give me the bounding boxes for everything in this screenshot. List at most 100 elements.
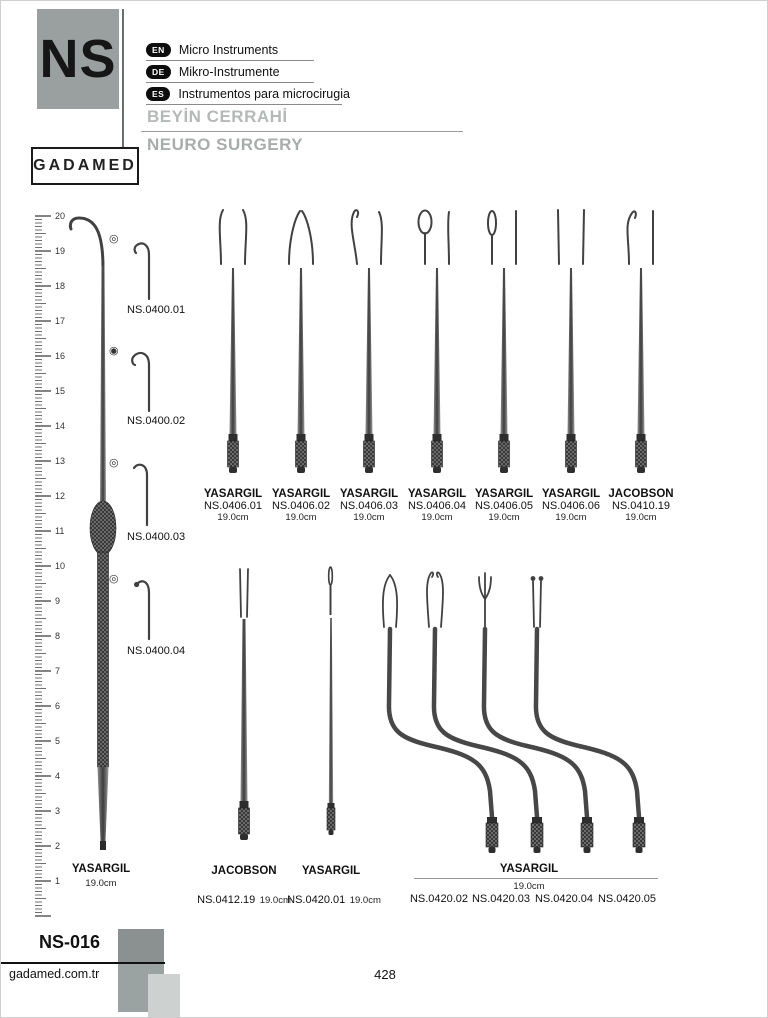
instrument-illustration bbox=[426, 571, 544, 853]
svg-text:17: 17 bbox=[55, 316, 65, 326]
svg-text:13: 13 bbox=[55, 456, 65, 466]
instrument-code: NS.0412.19 bbox=[197, 894, 256, 906]
footer-divider-line bbox=[1, 962, 165, 964]
instrument-size: 19.0cm bbox=[259, 895, 291, 906]
instrument-knurled-handle bbox=[97, 551, 109, 768]
instrument-column: YASARGIL NS.0406.05 19.0cm bbox=[470, 206, 538, 523]
svg-text:16: 16 bbox=[55, 351, 65, 361]
svg-text:10: 10 bbox=[55, 561, 65, 571]
instrument-size: 19.0cm bbox=[555, 512, 587, 523]
instrument-name: YASARGIL bbox=[474, 488, 534, 500]
tip-variant-illustration bbox=[134, 580, 151, 641]
section-code-box: NS bbox=[37, 9, 119, 109]
instrument-illustration bbox=[382, 574, 499, 853]
tip-marker-icon: ◉ bbox=[109, 345, 119, 357]
instrument-code-line: NS.0420.01 19.0cm bbox=[283, 890, 385, 908]
instrument-column: YASARGIL NS.0406.03 19.0cm bbox=[335, 206, 403, 523]
svg-text:1: 1 bbox=[55, 876, 60, 886]
instrument-olive-grip bbox=[89, 500, 117, 556]
language-tag-en: EN bbox=[146, 43, 171, 57]
tip-variant-illustration bbox=[133, 242, 151, 301]
tip-variant-code: NS.0400.02 bbox=[127, 415, 186, 427]
language-underline bbox=[146, 82, 314, 83]
language-text-en: Micro Instruments bbox=[178, 43, 279, 57]
page-number: 428 bbox=[374, 967, 396, 982]
tip-variant-code: NS.0400.01 bbox=[127, 304, 186, 316]
svg-text:12: 12 bbox=[55, 491, 65, 501]
instrument-code: NS.0406.03 bbox=[339, 500, 399, 512]
instrument-column: YASARGIL NS.0406.01 19.0cm bbox=[199, 206, 267, 523]
instrument-size: 19.0cm bbox=[625, 512, 657, 523]
instrument-code: NS.0420.01 bbox=[287, 894, 346, 906]
instrument-code: NS.0406.01 bbox=[203, 500, 263, 512]
category-title-english: NEURO SURGERY bbox=[147, 135, 304, 154]
tip-marker-icon: ◎ bbox=[109, 573, 119, 585]
svg-text:15: 15 bbox=[55, 386, 65, 396]
brand-logo-text: GADAMED bbox=[33, 157, 137, 174]
instrument-name: JACOBSON bbox=[608, 488, 674, 500]
category-divider-line bbox=[141, 131, 463, 132]
svg-text:4: 4 bbox=[55, 771, 60, 781]
language-text-de: Mikro-Instrumente bbox=[178, 65, 280, 79]
instrument-column: YASARGIL NS.0406.06 19.0cm bbox=[537, 206, 605, 523]
instrument-name: YASARGIL bbox=[203, 488, 263, 500]
instrument-code: NS.0420.04 bbox=[534, 893, 594, 905]
svg-text:14: 14 bbox=[55, 421, 65, 431]
instrument-illustration bbox=[350, 209, 383, 473]
tip-marker-icon: ◎ bbox=[109, 233, 119, 245]
svg-text:19: 19 bbox=[55, 246, 65, 256]
svg-text:2: 2 bbox=[55, 841, 60, 851]
instrument-illustration bbox=[218, 209, 248, 473]
svg-text:11: 11 bbox=[55, 526, 64, 536]
instrument-taper bbox=[97, 767, 109, 841]
instrument-illustration bbox=[557, 209, 585, 473]
instrument-code: NS.0410.19 bbox=[611, 500, 671, 512]
instrument-illustration bbox=[288, 210, 314, 473]
svg-text:8: 8 bbox=[55, 631, 60, 641]
instrument-group-size: 19.0cm bbox=[513, 881, 545, 892]
language-row-en: EN Micro Instruments bbox=[146, 42, 278, 58]
scale-instrument-name: YASARGIL bbox=[71, 863, 131, 875]
tip-variant-illustration bbox=[131, 351, 151, 413]
instrument-code: NS.0420.03 bbox=[471, 893, 531, 905]
instrument-name: YASARGIL bbox=[339, 488, 399, 500]
svg-text:7: 7 bbox=[55, 666, 60, 676]
svg-text:20: 20 bbox=[55, 211, 65, 221]
instrument-size: 19.0cm bbox=[285, 512, 317, 523]
footer-gray-block-dark bbox=[118, 929, 164, 962]
footer-website: gadamed.com.tr bbox=[9, 967, 100, 981]
instrument-size: 19.0cm bbox=[421, 512, 453, 523]
instrument-illustration bbox=[487, 210, 517, 473]
instrument-name: YASARGIL bbox=[301, 865, 361, 877]
instrument-name: YASARGIL bbox=[407, 488, 467, 500]
instrument-illustration bbox=[626, 210, 654, 473]
svg-text:5: 5 bbox=[55, 736, 60, 746]
language-text-es: Instrumentos para microcirugia bbox=[178, 87, 350, 101]
instrument-group-name: YASARGIL bbox=[499, 863, 559, 875]
instrument-code: NS.0406.05 bbox=[474, 500, 534, 512]
language-tag-de: DE bbox=[146, 65, 171, 79]
brand-logo: GADAMED bbox=[31, 147, 139, 185]
instrument-code: NS.0420.05 bbox=[597, 893, 657, 905]
instrument-code: NS.0406.02 bbox=[271, 500, 331, 512]
scale-instrument-illustration bbox=[68, 216, 117, 850]
language-row-de: DE Mikro-Instrumente bbox=[146, 64, 280, 80]
tip-variant-code: NS.0400.04 bbox=[127, 645, 186, 657]
svg-text:6: 6 bbox=[55, 701, 60, 711]
instrument-code: NS.0406.04 bbox=[407, 500, 467, 512]
language-underline bbox=[146, 104, 342, 105]
tip-marker-icon: ◎ bbox=[109, 457, 119, 469]
instrument-code: NS.0406.06 bbox=[541, 500, 601, 512]
instrument-code-line: NS.0412.19 19.0cm bbox=[193, 890, 295, 908]
instrument-illustration bbox=[478, 572, 594, 853]
instrument-size: 19.0cm bbox=[349, 895, 381, 906]
instrument-name: YASARGIL bbox=[271, 488, 331, 500]
svg-text:3: 3 bbox=[55, 806, 60, 816]
instrument-name: JACOBSON bbox=[211, 865, 277, 877]
svg-text:9: 9 bbox=[55, 596, 60, 606]
instrument-size: 19.0cm bbox=[217, 512, 249, 523]
instrument-illustration bbox=[417, 209, 450, 473]
instrument-name: YASARGIL bbox=[541, 488, 601, 500]
instrument-column: YASARGIL NS.0406.04 19.0cm bbox=[403, 206, 471, 523]
